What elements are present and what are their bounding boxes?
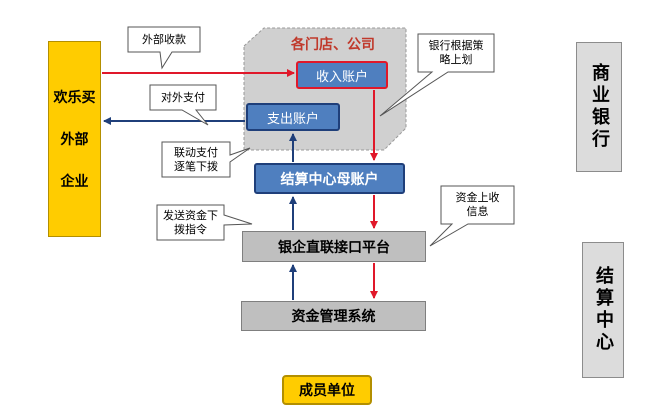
linked-payment-line-2: 逐笔下拨	[174, 159, 218, 173]
external-enterprise-line-3: 企业	[60, 174, 89, 190]
external-payment-callout	[149, 84, 217, 126]
fund-receipt-text: 资金上收 信息	[441, 186, 514, 224]
fund-receipt-line-1: 资金上收	[455, 191, 500, 204]
external-receipt-text: 外部收款	[142, 32, 186, 46]
bank-sweep-callout	[379, 33, 495, 117]
bank-enterprise-platform: 银企直联接口平台	[242, 231, 426, 262]
external-receipt-callout	[127, 26, 201, 70]
send-instruction-text: 发送资金下 拨指令	[157, 205, 224, 240]
commercial-bank-label: 商业银行	[576, 42, 622, 172]
send-instruction-line-2: 拨指令	[174, 222, 207, 236]
fund-receipt-line-2: 信息	[466, 205, 489, 218]
external-enterprise-line-2: 外部	[60, 132, 89, 148]
external-enterprise: 欢乐买 外部 企业	[48, 41, 101, 237]
send-instruction-callout	[156, 204, 253, 241]
expense-account: 支出账户	[246, 103, 340, 131]
bank-sweep-line-1: 银行根据策	[428, 39, 484, 52]
bank-sweep-line-2: 略上划	[439, 53, 473, 66]
settlement-center-text: 结算中心	[593, 266, 614, 354]
income-account: 收入账户	[296, 61, 388, 89]
linked-payment-line-1: 联动支付	[174, 145, 218, 159]
linked-payment-text: 联动支付 逐笔下拨	[162, 142, 230, 177]
fund-receipt-callout	[429, 185, 515, 247]
master-settlement-account: 结算中心母账户	[254, 163, 405, 194]
fund-management-system: 资金管理系统	[241, 301, 426, 331]
linked-payment-callout	[161, 141, 251, 178]
external-enterprise-line-1: 欢乐买	[53, 90, 96, 106]
commercial-bank-text: 商业银行	[589, 63, 610, 151]
send-instruction-line-1: 发送资金下	[163, 208, 218, 222]
external-payment-text: 对外支付	[161, 90, 205, 104]
bank-sweep-text: 银行根据策 略上划	[418, 34, 494, 72]
settlement-center-label: 结算中心	[582, 242, 624, 378]
member-unit: 成员单位	[282, 375, 372, 405]
stores-label: 各门店、公司	[291, 37, 375, 53]
